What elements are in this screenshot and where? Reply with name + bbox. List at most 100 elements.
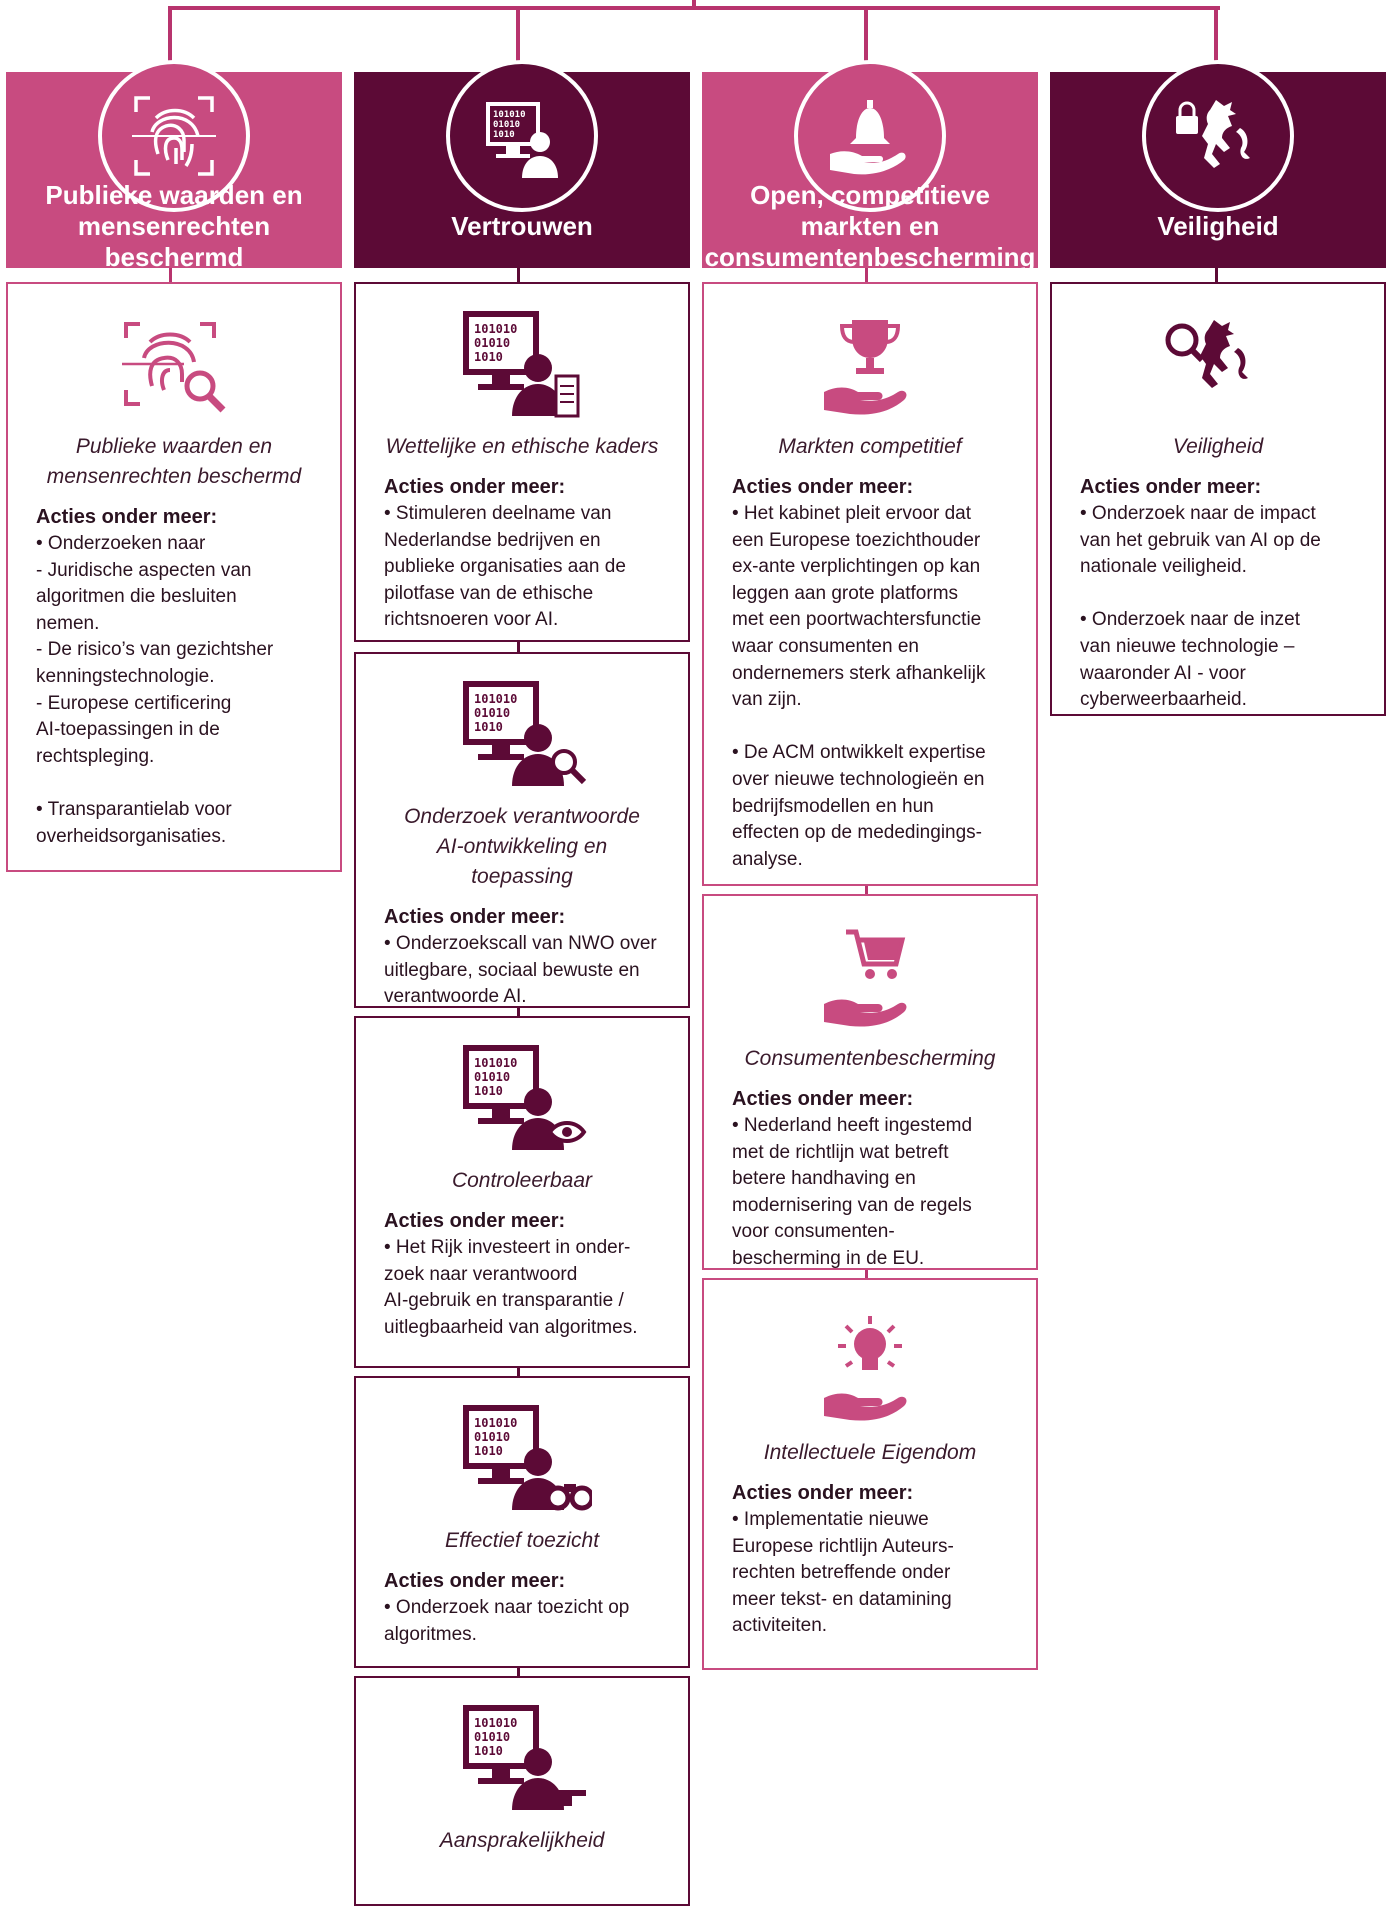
card-icon bbox=[732, 918, 1008, 1036]
svg-text:101010: 101010 bbox=[474, 1056, 517, 1070]
svg-text:01010: 01010 bbox=[474, 706, 510, 720]
svg-text:101010: 101010 bbox=[493, 110, 526, 120]
svg-text:101010: 101010 bbox=[474, 692, 517, 706]
card-title: Intellectuele Eigendom bbox=[763, 1441, 977, 1464]
card-icon: 101010 01010 1010 bbox=[384, 1700, 660, 1818]
hand-bell-icon bbox=[830, 100, 906, 175]
hand-cart-icon bbox=[824, 929, 907, 1027]
card-icon bbox=[732, 306, 1008, 424]
card-icon: 101010 01010 1010 bbox=[384, 676, 660, 794]
card-actions-label: Acties onder meer: bbox=[732, 476, 914, 498]
connector-col4 bbox=[1214, 6, 1218, 72]
hand-trophy-icon bbox=[824, 320, 907, 415]
card-title: Effectief toezicht bbox=[444, 1529, 600, 1552]
card-title: Consumentenbescherming bbox=[744, 1047, 996, 1070]
card-body: • Onderzoek naar de impact van het gebru… bbox=[1080, 503, 1321, 711]
header-title: Publieke waarden en mensenrechten besche… bbox=[45, 179, 303, 272]
header-title: Veiligheid bbox=[1157, 210, 1279, 241]
card-actions-label: Acties onder meer: bbox=[384, 1210, 566, 1232]
card-title: Veiligheid bbox=[1172, 435, 1264, 458]
header-icon-circle bbox=[98, 60, 250, 212]
card-effectief-toezicht: 101010 01010 1010 Effectief toezicht Act… bbox=[354, 1376, 690, 1668]
card-body: • Implementatie nieuwe Europese richtlij… bbox=[732, 1509, 954, 1637]
hand-lightbulb-icon bbox=[824, 1316, 907, 1421]
card-body: • Het Rijk investeert in onder- zoek naa… bbox=[384, 1237, 638, 1338]
header-title: Open, competitieve markten en consumente… bbox=[704, 179, 1036, 272]
svg-text:101010: 101010 bbox=[474, 1716, 517, 1730]
computer-person-eye-icon: 101010 01010 1010 bbox=[463, 1045, 587, 1150]
card-body: • Onderzoek naar toezicht op algoritmes. bbox=[384, 1597, 630, 1645]
card-intellectuele-eigendom: Intellectuele Eigendom Acties onder meer… bbox=[702, 1278, 1038, 1670]
card-body: • Nederland heeft ingestemd met de richt… bbox=[732, 1115, 973, 1269]
card-markten-competitief: Markten competitief Acties onder meer: •… bbox=[702, 282, 1038, 886]
svg-text:1010: 1010 bbox=[474, 1084, 503, 1098]
card-controleerbaar: 101010 01010 1010 Controleerbaar Acties … bbox=[354, 1016, 690, 1368]
top-connector-horizontal bbox=[168, 6, 1220, 10]
header-title: Vertrouwen bbox=[451, 210, 593, 241]
computer-person-pointing-icon: 101010 01010 1010 bbox=[463, 1705, 586, 1810]
column-line-1 bbox=[169, 266, 172, 284]
card-title: Controleerbaar bbox=[451, 1169, 593, 1192]
card-title: Aansprakelijkheid bbox=[439, 1829, 605, 1852]
lion-magnifier-icon bbox=[1165, 320, 1248, 388]
computer-person-scroll-icon: 101010 01010 1010 bbox=[463, 311, 580, 418]
card-title: Markten competitief bbox=[778, 435, 962, 458]
card-icon: 101010 01010 1010 bbox=[384, 1400, 660, 1518]
card-title: Onderzoek verantwoorde AI-ontwikkeling e… bbox=[404, 805, 640, 888]
card-veiligheid: Veiligheid Acties onder meer: • Onderzoe… bbox=[1050, 282, 1386, 716]
card-title: Wettelijke en ethische kaders bbox=[385, 435, 659, 458]
card-consumentenbescherming: Consumentenbescherming Acties onder meer… bbox=[702, 894, 1038, 1270]
connector-col1 bbox=[168, 6, 172, 72]
top-connector-stem bbox=[692, 0, 696, 8]
card-body: • Het kabinet pleit ervoor dat een Europ… bbox=[732, 503, 986, 870]
card-wettelijke-kaders: 101010 01010 1010 Wettelijke en ethische… bbox=[354, 282, 690, 642]
svg-text:101010: 101010 bbox=[474, 322, 517, 336]
header-publieke-waarden: Publieke waarden en mensenrechten besche… bbox=[6, 60, 342, 272]
card-actions-label: Acties onder meer: bbox=[732, 1482, 914, 1504]
card-body: • Onderzoekscall van NWO over uitlegbare… bbox=[384, 933, 657, 1008]
card-aansprakelijkheid: 101010 01010 1010 Aansprakelijkheid bbox=[354, 1676, 690, 1906]
card-body: • Onderzoeken naar - Juridische aspecten… bbox=[36, 533, 274, 847]
header-open-markten: Open, competitieve markten en consumente… bbox=[702, 60, 1038, 272]
connector-col3 bbox=[864, 6, 868, 72]
svg-text:01010: 01010 bbox=[474, 336, 510, 350]
svg-text:01010: 01010 bbox=[474, 1430, 510, 1444]
card-actions-label: Acties onder meer: bbox=[36, 506, 218, 528]
svg-text:01010: 01010 bbox=[474, 1070, 510, 1084]
card-actions-label: Acties onder meer: bbox=[1080, 476, 1262, 498]
computer-person-icon: 101010 01010 1010 bbox=[486, 102, 558, 178]
svg-text:1010: 1010 bbox=[474, 350, 503, 364]
card-actions-label: Acties onder meer: bbox=[384, 476, 566, 498]
connector-col2 bbox=[516, 6, 520, 72]
header-icon-circle bbox=[1142, 60, 1294, 212]
svg-text:01010: 01010 bbox=[474, 1730, 510, 1744]
svg-text:1010: 1010 bbox=[474, 720, 503, 734]
computer-person-magnifier-icon: 101010 01010 1010 bbox=[463, 681, 587, 786]
card-icon bbox=[36, 306, 312, 424]
header-veiligheid: Veiligheid bbox=[1050, 60, 1386, 268]
fingerprint-icon bbox=[132, 96, 216, 176]
header-icon-circle bbox=[794, 60, 946, 212]
svg-text:101010: 101010 bbox=[474, 1416, 517, 1430]
header-vertrouwen: 101010 01010 1010 Vertrouwen bbox=[354, 60, 690, 268]
lion-lock-icon bbox=[1176, 100, 1250, 168]
card-title: Publieke waarden en mensenrechten besche… bbox=[46, 435, 302, 488]
card-actions-label: Acties onder meer: bbox=[384, 1570, 566, 1592]
svg-text:01010: 01010 bbox=[493, 120, 520, 130]
card-icon: 101010 01010 1010 bbox=[384, 1040, 660, 1158]
svg-text:1010: 1010 bbox=[493, 130, 515, 140]
card-icon bbox=[1080, 306, 1356, 424]
computer-person-binoculars-icon: 101010 01010 1010 bbox=[463, 1405, 592, 1511]
card-icon: 101010 01010 1010 bbox=[384, 306, 660, 424]
card-publieke-waarden: Publieke waarden en mensenrechten besche… bbox=[6, 282, 342, 872]
card-icon bbox=[732, 1312, 1008, 1430]
card-onderzoek-ai: 101010 01010 1010 Onderzoek verantwoorde… bbox=[354, 652, 690, 1008]
fingerprint-search-icon bbox=[122, 322, 226, 413]
column-line-4 bbox=[1215, 266, 1218, 284]
svg-text:1010: 1010 bbox=[474, 1444, 503, 1458]
header-icon-circle: 101010 01010 1010 bbox=[446, 60, 598, 212]
card-body: • Stimuleren deelname van Nederlandse be… bbox=[384, 503, 626, 631]
card-actions-label: Acties onder meer: bbox=[732, 1088, 914, 1110]
svg-text:1010: 1010 bbox=[474, 1744, 503, 1758]
card-actions-label: Acties onder meer: bbox=[384, 906, 566, 928]
